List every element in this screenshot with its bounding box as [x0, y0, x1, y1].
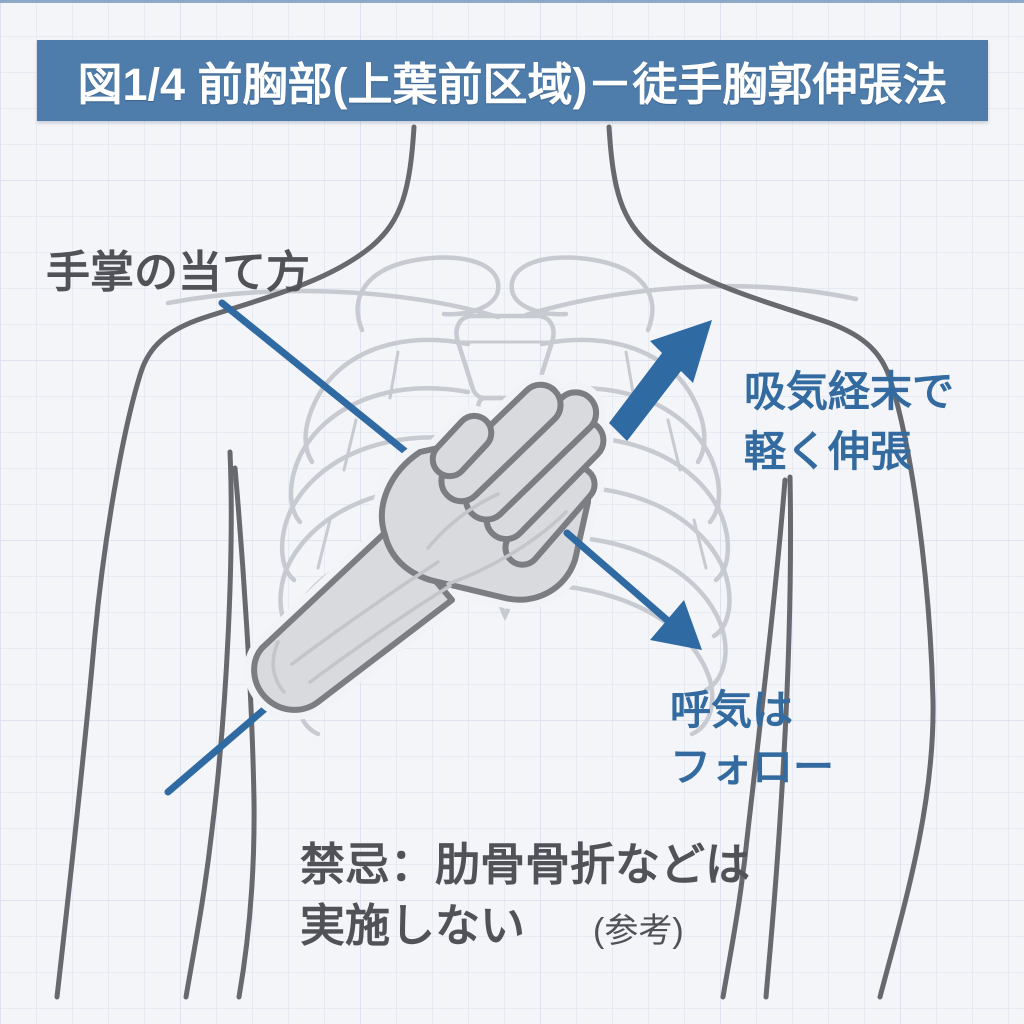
exhale-label: 呼気は フォロー: [670, 682, 834, 797]
contraindication-label: 禁忌：肋骨骨折などは 実施しない: [300, 834, 750, 956]
hand-placement-leader-line: [218, 299, 436, 477]
inhale-label: 吸気経末で 軽く伸張: [744, 362, 954, 481]
contraindication-line1: 禁忌：肋骨骨折などは: [300, 839, 751, 890]
reference-note: (参考): [593, 912, 684, 950]
inhale-label-line1: 吸気経末で: [744, 368, 955, 415]
exhale-arrow-icon: [563, 529, 702, 650]
inhale-label-line2: 軽く伸張: [744, 427, 913, 475]
contraindication-line2: 実施しない: [300, 900, 526, 952]
hand-placement-label: 手掌の当て方: [46, 248, 310, 297]
top-edge-line: [0, 0, 1024, 3]
figure-title-bar: 図1/4 前胸部(上葉前区域)－徒手胸郭伸張法: [37, 40, 988, 121]
hand-creases: [271, 492, 568, 694]
exhale-label-line1: 呼気は: [670, 687, 793, 733]
figure-title: 図1/4 前胸部(上葉前区域)－徒手胸郭伸張法: [77, 59, 948, 110]
inhale-arrow-icon: [609, 320, 712, 441]
hand-illustration: [254, 377, 611, 710]
exhale-label-line2: フォロー: [670, 744, 834, 791]
torso-outline: [54, 124, 936, 1000]
